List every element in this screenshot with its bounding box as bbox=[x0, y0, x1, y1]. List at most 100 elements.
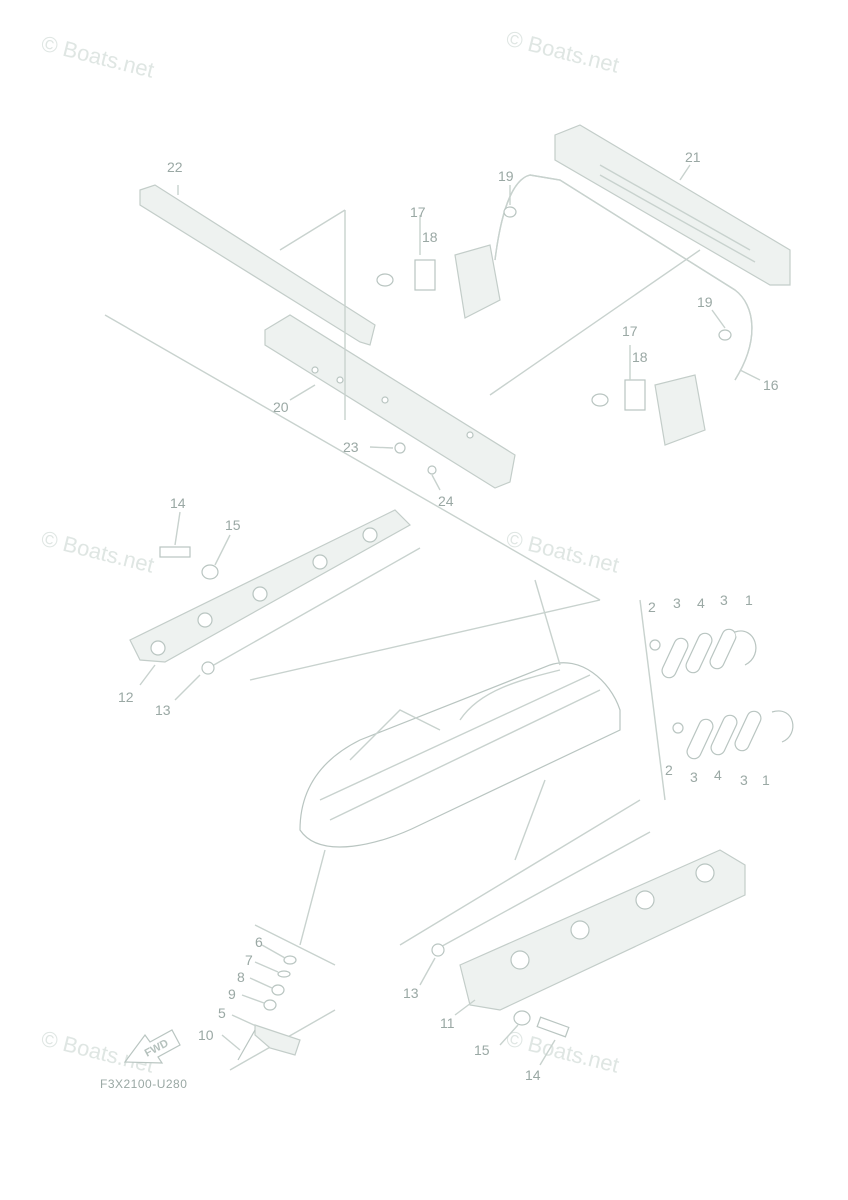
callout-20: 20 bbox=[273, 399, 289, 415]
part-16-pipe bbox=[489, 174, 761, 396]
callout-24: 24 bbox=[438, 493, 454, 509]
part-3-washer-c bbox=[686, 718, 714, 760]
callout-17-upper: 17 bbox=[410, 204, 426, 220]
callout-6: 6 bbox=[255, 934, 263, 950]
hole bbox=[466, 431, 474, 439]
callout-18-upper: 18 bbox=[422, 229, 438, 245]
hole bbox=[311, 366, 319, 374]
mount-right bbox=[591, 309, 732, 446]
part-17-cap-right bbox=[591, 393, 609, 407]
callout-7: 7 bbox=[245, 952, 253, 968]
leader-24 bbox=[431, 474, 441, 491]
callout-13-right: 13 bbox=[403, 985, 419, 1001]
seat-line bbox=[459, 669, 561, 721]
leader-14-right bbox=[539, 1039, 556, 1066]
callout-2-upper: 2 bbox=[648, 599, 656, 615]
part-24-screw bbox=[427, 465, 437, 475]
hole bbox=[252, 586, 268, 602]
leader-15-left bbox=[214, 534, 231, 566]
center-line bbox=[489, 249, 701, 396]
callout-2-lower: 2 bbox=[665, 762, 673, 778]
callout-3-c: 3 bbox=[690, 769, 698, 785]
part-4-plate-upper bbox=[685, 632, 713, 674]
hole bbox=[312, 554, 328, 570]
hull-outline bbox=[299, 662, 621, 848]
upper-assembly-bracket bbox=[104, 314, 601, 601]
part-8-spring bbox=[271, 984, 285, 996]
part-3-washer-a bbox=[661, 637, 689, 679]
callout-4-upper: 4 bbox=[697, 595, 705, 611]
leader-16 bbox=[739, 369, 761, 381]
leader-21 bbox=[679, 164, 691, 181]
part-13-rod-right bbox=[434, 831, 651, 951]
leader-13-left bbox=[174, 674, 201, 701]
callout-10: 10 bbox=[198, 1027, 214, 1043]
part-13-rod-left bbox=[204, 547, 421, 671]
part-21-bar bbox=[554, 124, 791, 286]
handlebar-line bbox=[349, 709, 441, 761]
grip-line bbox=[599, 164, 751, 251]
mount-left bbox=[376, 185, 517, 319]
part-9-spacer bbox=[263, 999, 277, 1011]
callout-14-left: 14 bbox=[170, 495, 186, 511]
screws-23-24 bbox=[369, 442, 441, 491]
part-18-plate-left bbox=[414, 259, 436, 291]
part-14-bolt-left bbox=[159, 546, 191, 558]
callout-15-right: 15 bbox=[474, 1042, 490, 1058]
part-15-collar-right bbox=[513, 1010, 531, 1026]
part-13-end-right bbox=[431, 943, 445, 957]
leader-12 bbox=[139, 664, 156, 686]
hook-assembly bbox=[221, 944, 301, 1061]
part-1-ubolt-lower bbox=[771, 710, 794, 743]
callout-4-lower: 4 bbox=[714, 767, 722, 783]
watermark-mid-left: © Boats.net bbox=[39, 526, 157, 578]
hole bbox=[362, 527, 378, 543]
callout-3-a: 3 bbox=[673, 595, 681, 611]
callout-19-lower: 19 bbox=[697, 294, 713, 310]
callout-11: 11 bbox=[440, 1015, 455, 1031]
leader-5 bbox=[231, 1014, 257, 1027]
leader-10 bbox=[221, 1034, 241, 1051]
hardware-stack-upper bbox=[649, 628, 757, 679]
watermark-top-left: © Boats.net bbox=[39, 31, 157, 83]
leader-hull-top bbox=[534, 579, 561, 666]
mount-left-shape bbox=[454, 244, 501, 319]
part-6-cap bbox=[283, 955, 297, 965]
part-18-plate-right bbox=[624, 379, 646, 411]
leader-8 bbox=[249, 977, 273, 989]
hole bbox=[695, 863, 715, 883]
part-17-cap-left bbox=[376, 273, 394, 287]
leader-6 bbox=[261, 944, 286, 959]
callout-3-d: 3 bbox=[740, 772, 748, 788]
part-1-ubolt-upper bbox=[734, 630, 757, 666]
leader-20 bbox=[289, 384, 316, 401]
callout-21: 21 bbox=[685, 149, 701, 165]
part-23-screw bbox=[394, 442, 406, 454]
callout-labels: 1 1 2 2 3 3 3 3 4 4 5 6 7 8 9 10 11 12 1… bbox=[118, 149, 779, 1083]
lower-rail-bracket bbox=[399, 799, 641, 946]
bracket-line bbox=[279, 209, 346, 251]
callout-5: 5 bbox=[218, 1005, 226, 1021]
watermark-top-right: © Boats.net bbox=[504, 26, 622, 78]
rail-bracket-line bbox=[249, 599, 601, 681]
part-21-shape bbox=[554, 124, 791, 286]
part-2-nut-upper bbox=[649, 639, 661, 651]
part-7-ring bbox=[277, 970, 291, 978]
part-2-nut-lower bbox=[672, 722, 684, 734]
leader-13-right bbox=[419, 957, 436, 986]
callout-14-right: 14 bbox=[525, 1067, 541, 1083]
callout-17-lower: 17 bbox=[622, 323, 638, 339]
callout-3-b: 3 bbox=[720, 592, 728, 608]
part-20-beam bbox=[264, 209, 516, 489]
part-16-outline bbox=[494, 174, 753, 381]
callout-15-left: 15 bbox=[225, 517, 241, 533]
hole bbox=[381, 396, 389, 404]
hardware-stack-lower bbox=[672, 710, 794, 760]
hole bbox=[336, 376, 344, 384]
watermark-mid-right: © Boats.net bbox=[504, 526, 622, 578]
callout-23: 23 bbox=[343, 439, 359, 455]
mount-right-shape bbox=[654, 374, 706, 446]
part-10-bolt bbox=[237, 1029, 256, 1061]
watercraft-hull bbox=[299, 579, 621, 946]
